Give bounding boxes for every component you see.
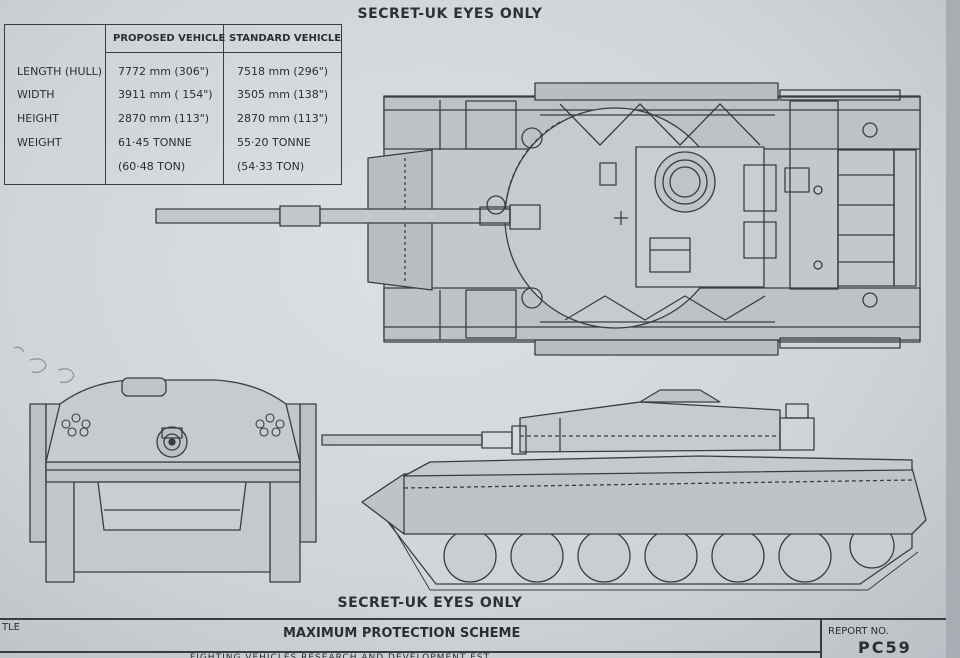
title-label: TLE [2, 622, 20, 633]
table-divider [223, 25, 224, 184]
row-label-height: HEIGHT [17, 112, 59, 125]
cell-proposed-length: 7772 mm (306") [118, 65, 210, 78]
cell-proposed-weight: 61·45 TONNE [118, 136, 192, 149]
col-header-proposed: PROPOSED VEHICLE [113, 33, 226, 44]
title-block-rule [0, 618, 946, 620]
row-label-length: LENGTH (HULL) [17, 65, 103, 78]
report-label: REPORT NO. [828, 626, 889, 637]
report-number: PC59 [858, 638, 912, 657]
cell-standard-weight-tons: (54·33 TON) [237, 160, 305, 173]
side-view [321, 389, 927, 591]
cell-standard-height: 2870 mm (113") [237, 112, 329, 125]
cell-proposed-height: 2870 mm (113") [118, 112, 210, 125]
drawing-title: MAXIMUM PROTECTION SCHEME [283, 626, 521, 641]
front-view [29, 377, 317, 583]
cell-proposed-width: 3911 mm ( 154") [118, 88, 213, 101]
plan-view [155, 82, 921, 356]
table-header-rule [105, 52, 341, 53]
table-divider [105, 25, 106, 184]
spec-table: PROPOSED VEHICLE STANDARD VEHICLE LENGTH… [4, 24, 342, 185]
cell-proposed-weight-tons: (60·48 TON) [118, 160, 186, 173]
title-block-rule [0, 651, 820, 653]
handwritten-mark [13, 346, 75, 383]
classification-heading-top: SECRET-UK EYES ONLY [357, 6, 543, 22]
sheet-edge [946, 0, 960, 658]
cell-standard-width: 3505 mm (138") [237, 88, 329, 101]
cell-standard-length: 7518 mm (296") [237, 65, 329, 78]
row-label-width: WIDTH [17, 88, 55, 101]
cell-standard-weight: 55·20 TONNE [237, 136, 311, 149]
footer-partial-text: FIGHTING VEHICLES RESEARCH AND DEVELOPME… [190, 653, 491, 658]
classification-heading-bottom: SECRET-UK EYES ONLY [337, 595, 523, 611]
col-header-standard: STANDARD VEHICLE [229, 33, 342, 44]
title-block-divider [820, 620, 822, 658]
row-label-weight: WEIGHT [17, 136, 62, 149]
